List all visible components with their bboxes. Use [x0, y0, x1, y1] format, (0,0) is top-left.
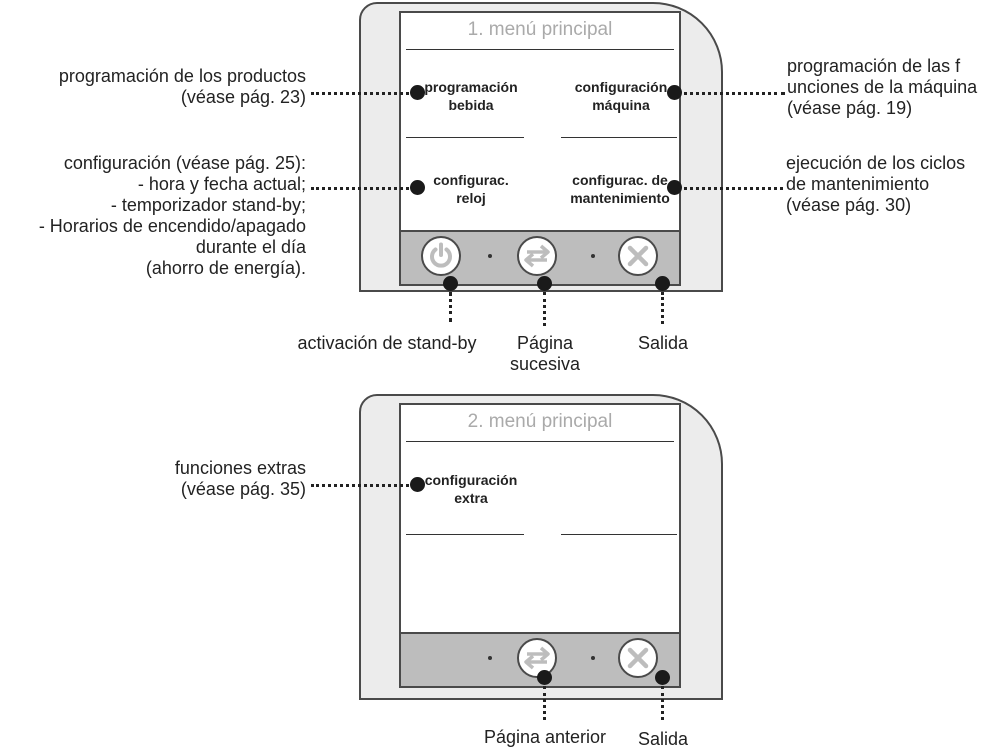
close-icon[interactable]	[618, 236, 658, 276]
leader-dots	[311, 92, 415, 95]
leader-dots	[311, 484, 415, 487]
callout-marker	[537, 276, 552, 291]
swap-arrows-icon[interactable]	[517, 236, 557, 276]
menu-item-configurac-mantenimiento[interactable]: configurac. de mantenimiento	[561, 171, 679, 207]
annotation-line: durante el día	[195, 237, 306, 257]
leader-dots	[543, 292, 546, 326]
leader-dots	[311, 187, 415, 190]
annotation-line: programación de las f	[787, 56, 961, 76]
annotation-salida-1: Salida	[637, 333, 689, 353]
title-divider	[406, 49, 674, 50]
menu-item-programacion-bebida[interactable]: programación bebida	[421, 78, 521, 114]
screen-menu-2: 2. menú principal configuración extra	[399, 403, 681, 688]
leader-dots	[661, 686, 664, 720]
menu-2-title: 2. menú principal	[467, 411, 613, 432]
annotation-line: de mantenimiento	[786, 174, 930, 194]
menu-item-configurac-reloj[interactable]: configurac. reloj	[421, 171, 521, 207]
annotation-standby: activación de stand-by	[297, 333, 477, 353]
callout-marker	[410, 85, 425, 100]
separator-dot	[591, 656, 595, 660]
divider-right	[561, 534, 677, 535]
close-icon[interactable]	[618, 638, 658, 678]
power-icon[interactable]	[421, 236, 461, 276]
leader-dots	[449, 292, 452, 322]
annotation-line: programación de los productos	[58, 66, 306, 86]
separator-dot	[591, 254, 595, 258]
divider-left	[406, 534, 524, 535]
annotation-line: - temporizador stand-by;	[110, 195, 306, 215]
menu-item-configuracion-extra[interactable]: configuración extra	[421, 471, 521, 507]
annotation-line: - Horarios de encendido/apagado	[38, 216, 306, 236]
callout-marker	[410, 477, 425, 492]
swap-arrows-icon[interactable]	[517, 638, 557, 678]
annotation-line: (véase pág. 23)	[180, 87, 306, 107]
annotation-salida-2: Salida	[637, 729, 689, 749]
annotation-line: ejecución de los ciclos	[786, 153, 966, 173]
menu-item-line: configurac. de	[572, 172, 668, 188]
divider-left	[406, 137, 524, 138]
leader-dots	[543, 686, 546, 720]
annotation-funciones-maquina: programación de las f unciones de la máq…	[787, 56, 977, 119]
callout-marker	[655, 276, 670, 291]
callout-marker	[667, 85, 682, 100]
button-bar	[401, 230, 679, 284]
annotation-line: (véase pág. 30)	[786, 195, 912, 215]
annotation-pagina-anterior: Página anterior	[483, 727, 607, 747]
annotation-line: (véase pág. 35)	[180, 479, 306, 499]
screen-menu-1: 1. menú principal programación bebida co…	[399, 11, 681, 286]
annotation-line: sucesiva	[509, 354, 581, 374]
callout-marker	[537, 670, 552, 685]
separator-dot	[488, 254, 492, 258]
annotation-productos: programación de los productos (véase pág…	[59, 66, 306, 108]
menu-item-line: máquina	[592, 97, 650, 113]
annotation-line: funciones extras	[174, 458, 306, 478]
leader-dots	[677, 92, 785, 95]
menu-item-configuracion-maquina[interactable]: configuración máquina	[566, 78, 676, 114]
menu-item-line: configurac.	[433, 172, 509, 188]
menu-item-line: bebida	[448, 97, 494, 113]
annotation-line: (ahorro de energía).	[145, 258, 306, 278]
annotation-configuracion-reloj: configuración (véase pág. 25): - hora y …	[39, 153, 306, 279]
title-divider	[406, 441, 674, 442]
annotation-mantenimiento: ejecución de los ciclos de mantenimiento…	[786, 153, 965, 216]
callout-marker	[655, 670, 670, 685]
menu-item-line: mantenimiento	[570, 190, 670, 206]
leader-dots	[661, 292, 664, 324]
annotation-funciones-extras: funciones extras (véase pág. 35)	[175, 458, 306, 500]
annotation-line: - hora y fecha actual;	[137, 174, 306, 194]
menu-item-line: programación	[424, 79, 518, 95]
menu-1-title: 1. menú principal	[467, 19, 613, 40]
annotation-line: Página	[516, 333, 574, 353]
annotation-line: configuración (véase pág. 25):	[63, 153, 306, 173]
callout-marker	[443, 276, 458, 291]
menu-item-line: reloj	[456, 190, 486, 206]
leader-dots	[677, 187, 783, 190]
divider-right	[561, 137, 677, 138]
callout-marker	[410, 180, 425, 195]
annotation-line: unciones de la máquina	[787, 77, 978, 97]
menu-item-line: configuración	[574, 79, 668, 95]
callout-marker	[667, 180, 682, 195]
separator-dot	[488, 656, 492, 660]
annotation-line: (véase pág. 19)	[787, 98, 913, 118]
menu-item-line: configuración	[424, 472, 518, 488]
annotation-pagina-sucesiva: Página sucesiva	[505, 333, 585, 375]
menu-item-line: extra	[454, 490, 488, 506]
